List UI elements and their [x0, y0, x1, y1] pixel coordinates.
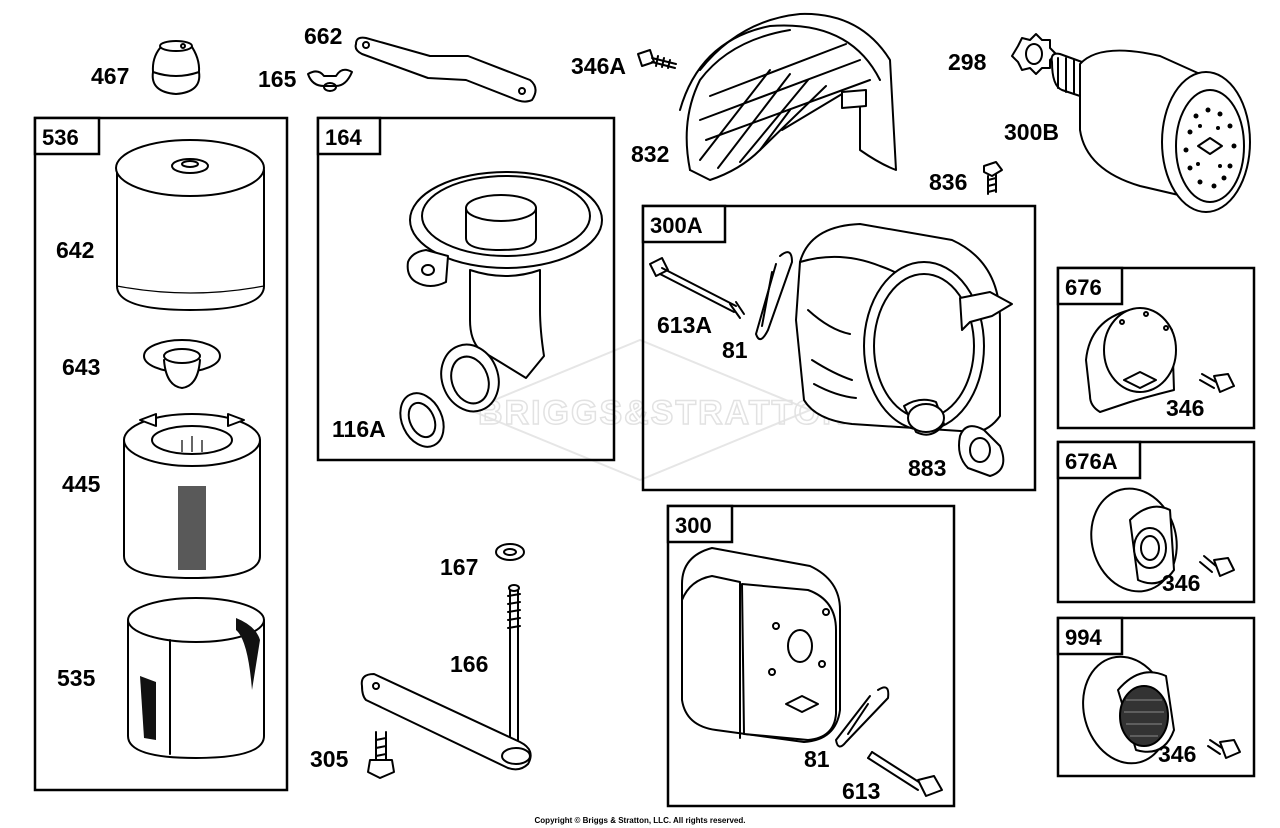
part-label-300B: 300B: [1004, 119, 1059, 145]
gasket-883: [958, 425, 1005, 477]
part-label-832: 832: [631, 141, 669, 167]
part-label-883: 883: [908, 455, 946, 481]
part-label-643: 643: [62, 354, 100, 380]
box-300-tab: [666, 504, 734, 544]
screw-836: [983, 161, 1003, 195]
part-label-167: 167: [440, 554, 478, 580]
screw-346A: [637, 49, 677, 69]
screw-346-994: [1207, 739, 1241, 759]
part-label-346A: 346A: [571, 53, 626, 79]
box-536-tab: [33, 116, 101, 156]
screw-305: [367, 731, 395, 779]
part-label-642: 642: [56, 237, 94, 263]
box-994-tab: [1056, 616, 1124, 656]
screw-346-676A: [1199, 555, 1235, 577]
part-label-165: 165: [258, 66, 297, 92]
washer-167: [495, 543, 525, 561]
box-164-tab: [316, 116, 382, 156]
box-676: [1056, 266, 1256, 430]
part-label-535: 535: [57, 665, 96, 691]
box-676A: [1056, 440, 1256, 604]
box-164: [316, 116, 616, 462]
muffler-300: [681, 547, 841, 743]
box-164-label: 164: [325, 125, 362, 150]
muffler-guard-832: [679, 12, 897, 181]
part-label-662: 662: [304, 23, 342, 49]
knob-467: [151, 40, 201, 95]
box-300A: [641, 204, 1037, 492]
part-label-346-994: 346: [1158, 741, 1196, 767]
part-label-81-lower: 81: [804, 746, 830, 772]
copyright-notice: Copyright © Briggs & Stratton, LLC. All …: [535, 816, 746, 825]
part-label-346-676: 346: [1166, 395, 1204, 421]
box-536: [33, 116, 289, 792]
wing-nut-165: [307, 68, 353, 92]
star-nut-298: [1011, 33, 1057, 75]
lock-81-lower: [835, 686, 890, 748]
part-label-467: 467: [91, 63, 129, 89]
part-label-305: 305: [310, 746, 349, 772]
box-300A-label: 300A: [650, 213, 703, 238]
box-300-label: 300: [675, 513, 712, 538]
strap-662: [354, 36, 537, 103]
box-676A-label: 676A: [1065, 449, 1118, 474]
seal-643: [143, 339, 221, 389]
precleaner-535: [127, 597, 265, 759]
box-300: [666, 504, 956, 808]
box-994: [1056, 616, 1256, 778]
watermark-text: BRIGGS&STRATTON: [478, 394, 849, 432]
part-label-81-upper: 81: [722, 337, 748, 363]
part-label-613A: 613A: [657, 312, 712, 338]
part-label-836: 836: [929, 169, 967, 195]
elbow-164: [406, 171, 603, 413]
cover-642: [115, 139, 265, 311]
screw-346-676: [1199, 373, 1235, 393]
box-676A-tab: [1056, 440, 1142, 480]
box-676-label: 676: [1065, 275, 1102, 300]
lock-81-upper: [755, 251, 793, 341]
part-label-346-676A: 346: [1162, 570, 1200, 596]
box-994-label: 994: [1065, 625, 1102, 650]
part-label-166: 166: [450, 651, 488, 677]
gasket-116A: [399, 392, 445, 448]
bolt-613A: [649, 257, 745, 319]
stud-166: [507, 584, 521, 753]
box-536-label: 536: [42, 125, 79, 150]
box-676-tab: [1056, 266, 1124, 306]
muffler-300A: [795, 223, 1013, 436]
muffler-300B: [1050, 49, 1251, 213]
deflector-676: [1085, 307, 1177, 413]
bracket-strap: [360, 673, 532, 771]
part-label-298: 298: [948, 49, 987, 75]
deflector-676A: [1090, 487, 1178, 593]
box-300A-tab: [641, 204, 727, 244]
watermark-logo: BRIGGS&STRATTON: [467, 338, 849, 482]
filter-445: [123, 413, 261, 579]
bolt-613: [867, 751, 943, 797]
part-label-445: 445: [62, 471, 101, 497]
part-label-116A: 116A: [332, 416, 386, 442]
part-label-613: 613: [842, 778, 880, 804]
spark-arrester-994: [1082, 655, 1175, 765]
